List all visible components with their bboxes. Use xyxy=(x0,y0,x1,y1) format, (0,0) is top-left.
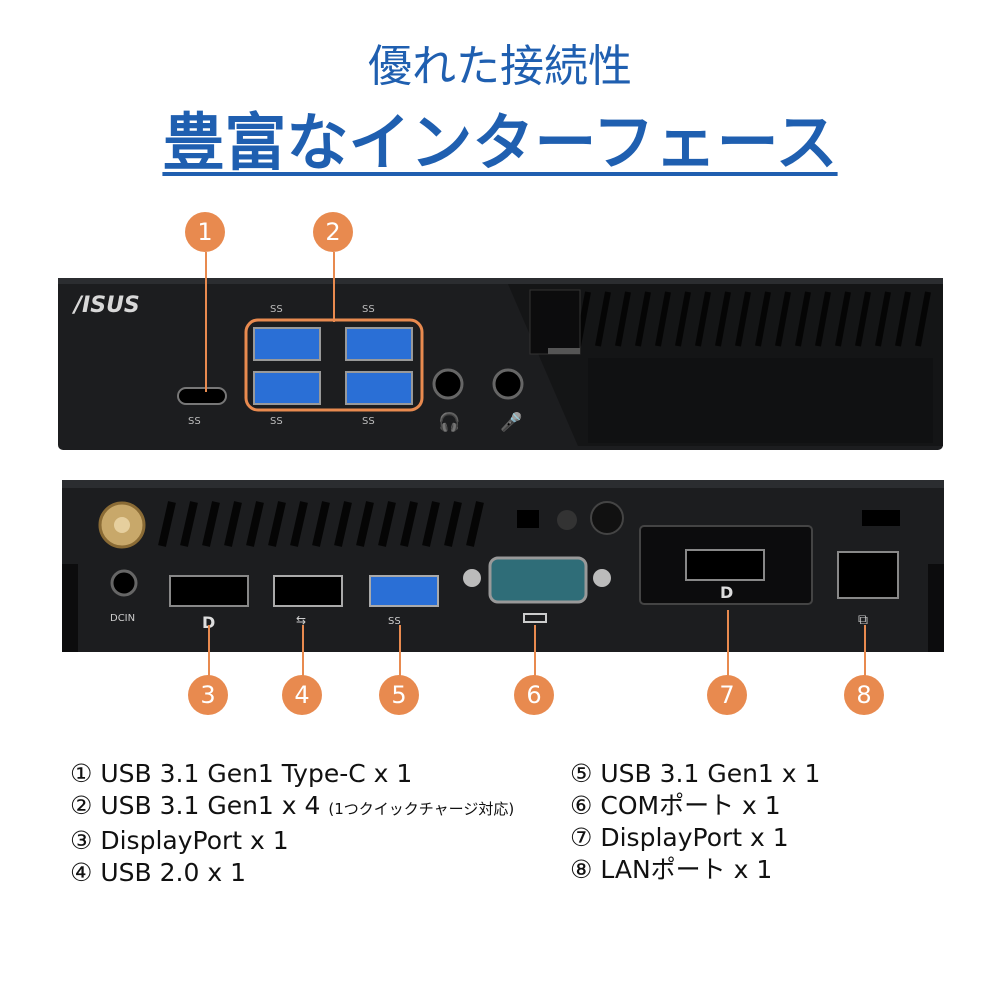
legend-item-8: ⑧ LANポート x 1 xyxy=(570,855,773,884)
displayport-icon-1: D xyxy=(202,613,215,632)
leader-3 xyxy=(208,625,210,677)
displayport-icon-2: D xyxy=(720,583,733,602)
leader-5 xyxy=(399,625,401,677)
dc-in-port xyxy=(110,569,138,597)
usb-c-label: SS xyxy=(188,416,201,427)
leader-1 xyxy=(205,252,207,392)
callout-2: 2 xyxy=(313,212,353,252)
legend-item-2: ② USB 3.1 Gen1 x 4 (1つクイックチャージ対応) xyxy=(70,791,515,820)
usb3-label-3: SS xyxy=(270,416,283,427)
power-button[interactable] xyxy=(529,289,581,355)
legend-item-7: ⑦ DisplayPort x 1 xyxy=(570,823,789,852)
usb3-label-4: SS xyxy=(362,416,375,427)
legend-left: ① USB 3.1 Gen1 Type-C x 1 ② USB 3.1 Gen1… xyxy=(70,758,514,889)
callout-7: 7 xyxy=(707,675,747,715)
legend-right: ⑤ USB 3.1 Gen1 x 1 ⑥ COMポート x 1 ⑦ Displa… xyxy=(570,758,820,886)
usb3-rear-port xyxy=(369,575,439,607)
legend-item-1: ① USB 3.1 Gen1 Type-C x 1 xyxy=(70,759,413,788)
com-icon xyxy=(523,613,547,623)
lan-icon: ⧉ xyxy=(858,612,868,628)
front-vent-slots xyxy=(575,291,931,347)
rear-panel: DCIN D ⇆ SS D ⧉ xyxy=(62,480,944,652)
callout-3: 3 xyxy=(188,675,228,715)
legend-item-2-note: (1つクイックチャージ対応) xyxy=(328,800,515,818)
leader-7 xyxy=(727,610,729,677)
legend-item-5: ⑤ USB 3.1 Gen1 x 1 xyxy=(570,759,821,788)
leader-4 xyxy=(302,625,304,677)
callout-5: 5 xyxy=(379,675,419,715)
dcin-label: DCIN xyxy=(110,613,135,624)
headphone-icon: 🎧 xyxy=(438,411,460,433)
usb3-label-2: SS xyxy=(362,304,375,315)
lock-slot xyxy=(862,510,900,526)
front-vent-mesh xyxy=(588,358,933,443)
rear-vent-slots xyxy=(158,501,484,547)
mic-jack xyxy=(492,368,524,400)
callout-4: 4 xyxy=(282,675,322,715)
asus-logo: /ISUS xyxy=(71,293,140,318)
microphone-icon: 🎤 xyxy=(500,411,522,433)
callout-8: 8 xyxy=(844,675,884,715)
usb3-front-ports xyxy=(253,327,413,405)
leader-2 xyxy=(333,252,335,322)
usb3-rear-label: SS xyxy=(388,616,401,627)
callout-1: 1 xyxy=(185,212,225,252)
usb3-label-1: SS xyxy=(270,304,283,315)
legend-item-4: ④ USB 2.0 x 1 xyxy=(70,858,246,887)
com-port xyxy=(488,556,588,604)
power-led xyxy=(548,348,580,354)
headphone-jack xyxy=(432,368,464,400)
displayport-rear-2 xyxy=(685,549,765,581)
legend-item-3: ③ DisplayPort x 1 xyxy=(70,826,289,855)
kensington-slot xyxy=(517,510,539,528)
usb2-icon: ⇆ xyxy=(296,613,306,627)
front-panel: /ISUS SS SS SS SS SS 🎧 🎤 xyxy=(58,278,943,450)
usb2-port xyxy=(273,575,343,607)
displayport-rear-1 xyxy=(169,575,249,607)
usb-c-port xyxy=(177,387,227,405)
page-title: 豊富なインターフェース xyxy=(162,106,838,179)
lan-port xyxy=(837,551,899,599)
leader-6 xyxy=(534,625,536,677)
page-subtitle: 優れた接続性 xyxy=(368,41,632,92)
legend-item-6: ⑥ COMポート x 1 xyxy=(570,791,781,820)
callout-6: 6 xyxy=(514,675,554,715)
leader-8 xyxy=(864,625,866,677)
